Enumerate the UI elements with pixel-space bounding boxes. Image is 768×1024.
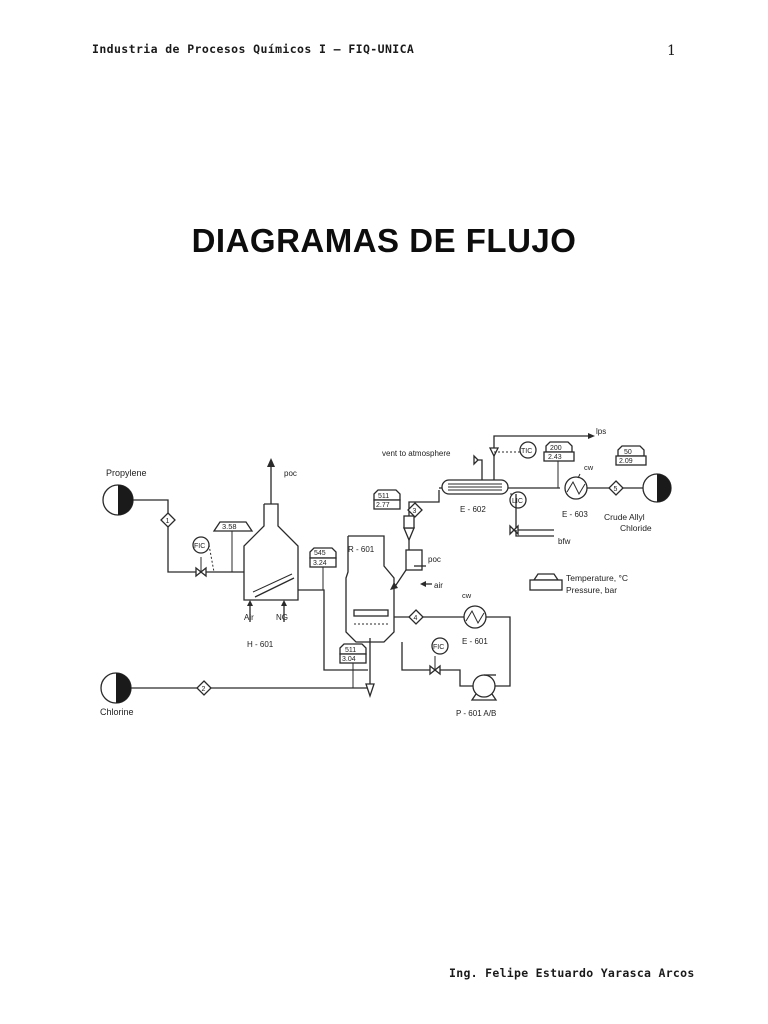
- stream-3-marker: 3: [407, 502, 423, 518]
- fic-instrument-2: [431, 637, 449, 655]
- svg-text:50: 50: [624, 449, 632, 456]
- condition-flag-1: 3.58: [212, 521, 254, 572]
- p601-label: P - 601 A/B: [456, 709, 496, 718]
- fic-2-label: FIC: [433, 644, 444, 651]
- page-number: 1: [667, 43, 676, 59]
- crude-allyl-chloride-product: [642, 473, 672, 503]
- stream-2-marker: 2: [196, 680, 212, 696]
- lic-instrument: [509, 491, 527, 509]
- svg-text:3.58: 3.58: [222, 522, 237, 531]
- lic-label: LIC: [512, 498, 523, 505]
- flow-diagram-svg: Propylene 1 FIC poc Air NG H - 601 3.58 …: [100, 427, 672, 718]
- bfw-label: bfw: [558, 537, 571, 546]
- e603-cw-label: cw: [584, 463, 594, 472]
- chlorine-label: Chlorine: [100, 707, 134, 717]
- crude-label-1: Crude Allyl: [604, 512, 645, 522]
- svg-text:2.09: 2.09: [619, 458, 633, 465]
- svg-text:511: 511: [378, 493, 389, 500]
- exchanger-e603: [564, 476, 588, 500]
- e601-label: E - 601: [462, 637, 488, 646]
- svg-text:2: 2: [202, 686, 206, 693]
- chlorine-source: [100, 672, 132, 704]
- reactor-poc-label: poc: [428, 555, 441, 564]
- reactor-air-label: air: [434, 581, 443, 590]
- svg-text:511: 511: [345, 647, 356, 654]
- control-valve-1: [195, 557, 207, 578]
- air-heater-label: Air: [244, 613, 254, 622]
- mixer-valve: [365, 683, 375, 699]
- condition-flag-4: 511 3.04: [339, 643, 367, 688]
- condition-flag-6: 50 2.09: [615, 445, 647, 466]
- stream-1-marker: 1: [160, 512, 176, 528]
- lps-label: lps: [596, 427, 606, 436]
- stream-5-marker: 5: [608, 480, 624, 496]
- tic-instrument: [519, 441, 537, 459]
- svg-text:2.43: 2.43: [548, 454, 562, 461]
- e603-label: E - 603: [562, 510, 588, 519]
- process-flow-diagram: Propylene 1 FIC poc Air NG H - 601 3.58 …: [84, 412, 684, 732]
- svg-text:1: 1: [166, 518, 170, 525]
- legend-pressure: Pressure, bar: [566, 585, 617, 595]
- footer-author: Ing. Felipe Estuardo Yarasca Arcos: [449, 966, 695, 980]
- svg-text:4: 4: [414, 615, 418, 622]
- svg-text:3: 3: [413, 508, 417, 515]
- condition-flag-5: 200 2.43: [543, 441, 575, 488]
- header-course-title: Industria de Procesos Químicos I – FIQ-U…: [92, 42, 415, 56]
- crude-label-2: Chloride: [620, 523, 652, 533]
- exchanger-e602: [441, 479, 509, 495]
- svg-text:2.77: 2.77: [376, 502, 390, 509]
- propylene-label: Propylene: [106, 468, 147, 478]
- pump-p601: [470, 674, 498, 701]
- e601-cw-label: cw: [462, 591, 472, 600]
- svg-text:545: 545: [314, 550, 326, 557]
- page-title: DIAGRAMAS DE FLUJO: [191, 222, 577, 259]
- svg-text:5: 5: [614, 486, 618, 493]
- reactor-r601: [345, 515, 423, 643]
- tic-label: TIC: [521, 448, 532, 455]
- fic-1-label: FIC: [194, 543, 205, 550]
- condition-flag-2: 545 3.24: [309, 547, 337, 590]
- e602-label: E - 602: [460, 505, 486, 514]
- propylene-source: [102, 484, 134, 516]
- ng-label: NG: [276, 613, 288, 622]
- vent-label: vent to atmosphere: [382, 449, 451, 458]
- svg-text:200: 200: [550, 445, 562, 452]
- r601-label: R - 601: [348, 545, 375, 554]
- exchanger-e601: [463, 605, 487, 629]
- condition-flag-3: 511 2.77: [373, 489, 401, 510]
- heater-poc-label: poc: [284, 469, 297, 478]
- stream-4-marker: 4: [408, 609, 424, 625]
- heater-h601: [243, 458, 299, 601]
- legend-flag: [529, 573, 563, 591]
- legend-temperature: Temperature, °C: [566, 573, 628, 583]
- svg-text:3.04: 3.04: [342, 656, 356, 663]
- h601-label: H - 601: [247, 640, 274, 649]
- svg-text:3.24: 3.24: [313, 560, 327, 567]
